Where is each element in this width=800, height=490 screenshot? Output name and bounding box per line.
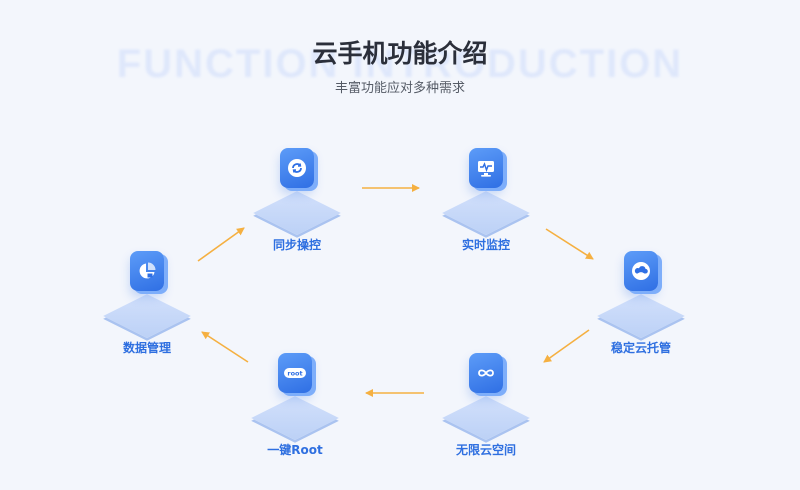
data-chart-icon bbox=[130, 251, 164, 291]
platform-base bbox=[103, 294, 191, 338]
svg-text:root: root bbox=[287, 370, 302, 378]
feature-label: 无限云空间 bbox=[455, 443, 516, 457]
feature-data-management: 数据管理 bbox=[77, 243, 217, 356]
feature-label: 一键Root bbox=[267, 443, 323, 457]
sync-cloud-icon bbox=[280, 148, 314, 188]
infinity-icon bbox=[469, 353, 503, 393]
feature-label: 实时监控 bbox=[461, 238, 510, 252]
root-icon: root bbox=[278, 353, 312, 393]
feature-one-click-root: root 一键Root bbox=[225, 345, 365, 458]
platform-base bbox=[442, 191, 530, 235]
platform-base bbox=[253, 191, 341, 235]
feature-sync-control: 同步操控 bbox=[227, 140, 367, 253]
cloud-hosting-icon bbox=[624, 251, 658, 291]
page-subtitle: 丰富功能应对多种需求 bbox=[334, 81, 465, 96]
monitor-icon bbox=[469, 148, 503, 188]
page-title: 云手机功能介绍 bbox=[312, 39, 488, 68]
feature-label: 同步操控 bbox=[272, 238, 321, 252]
feature-stable-cloud-hosting: 稳定云托管 bbox=[571, 243, 711, 356]
platform-base bbox=[442, 396, 530, 440]
platform-base bbox=[597, 294, 685, 338]
feature-label: 稳定云托管 bbox=[610, 341, 671, 355]
feature-unlimited-cloud-space: 无限云空间 bbox=[416, 345, 556, 458]
feature-realtime-monitor: 实时监控 bbox=[416, 140, 556, 253]
feature-label: 数据管理 bbox=[122, 341, 171, 355]
background-watermark-text: FUNCTION INTRODUCTION bbox=[116, 42, 684, 86]
platform-base bbox=[251, 396, 339, 440]
